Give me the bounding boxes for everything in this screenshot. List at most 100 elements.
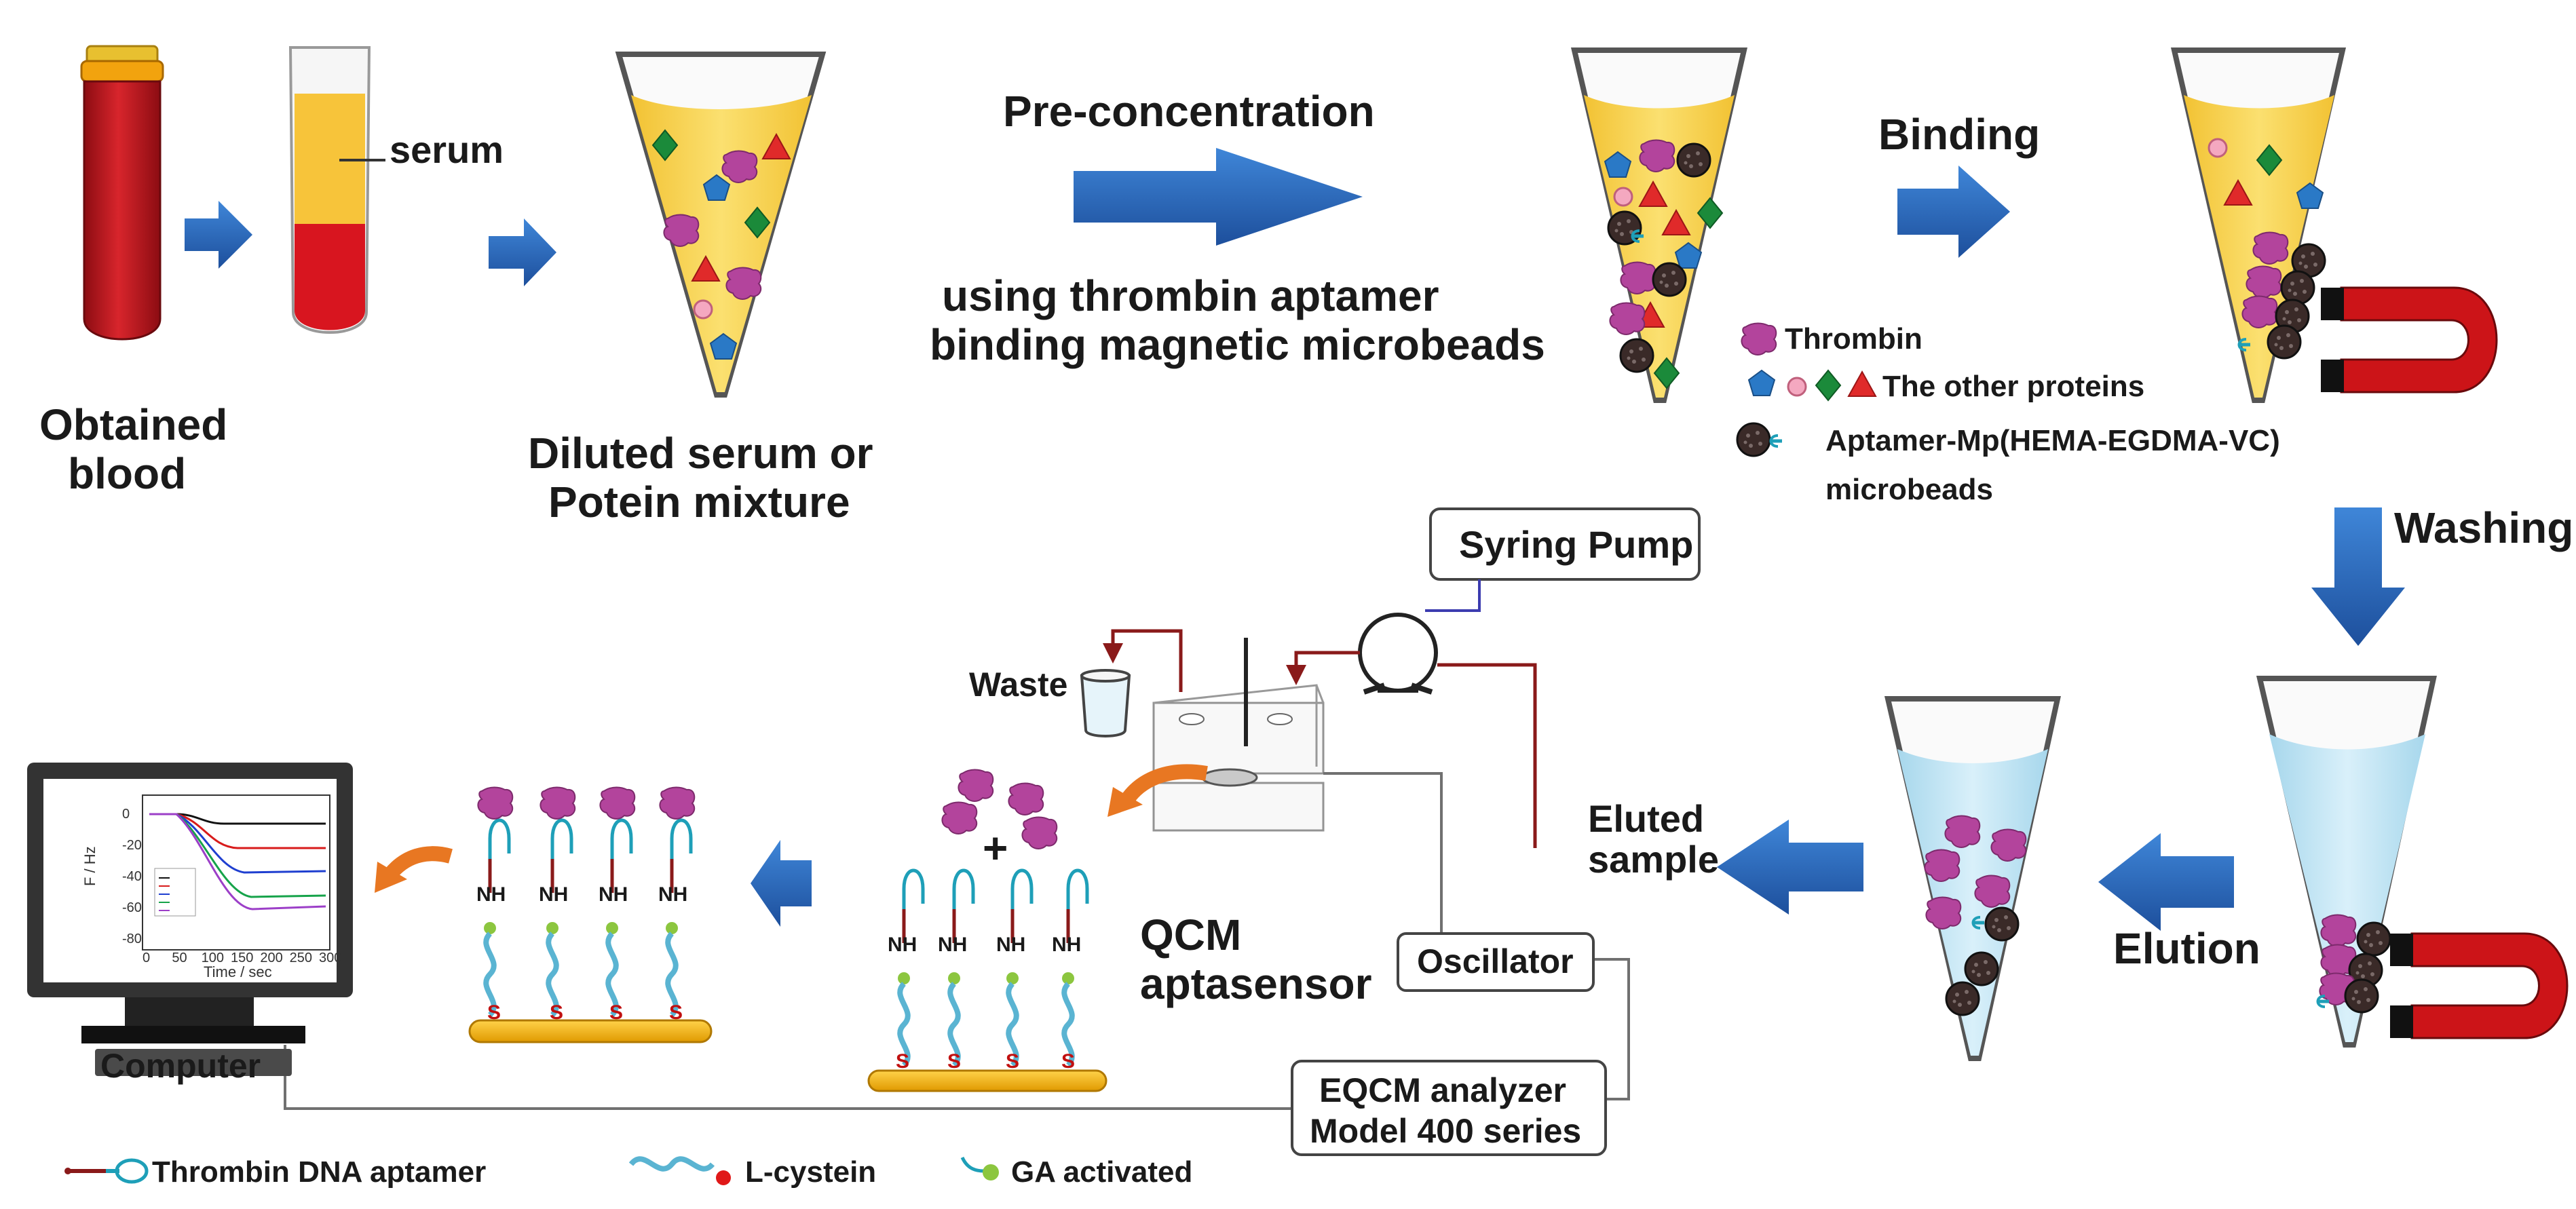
magnet-bottom	[2390, 932, 2569, 1039]
arrow-serum-to-diluted	[489, 218, 556, 286]
monitor-x-tick: 250	[290, 951, 312, 965]
legend-bottom: Thrombin DNA aptamer L-cystein GA activa…	[64, 1155, 1192, 1189]
arrow-orange-to-computer	[383, 846, 453, 881]
plus-sign: +	[983, 824, 1008, 872]
cone-with-microbeads	[1570, 47, 1748, 403]
legend-other-proteins: The other proteins	[1882, 370, 2144, 403]
arrow-sensor-to-bound	[751, 840, 812, 927]
elution-label: Elution	[2113, 924, 2260, 973]
monitor-x-tick: 200	[260, 951, 282, 965]
s-bound-2: S	[550, 1001, 563, 1024]
tube-eluted-to-pump	[1437, 663, 1537, 848]
s-bound-4: S	[669, 1001, 683, 1024]
cone-washed	[2256, 676, 2437, 1048]
qcm-aptasensor-label: QCM	[1140, 910, 1241, 959]
flow-cell	[1152, 638, 1325, 832]
s-label-4: S	[1061, 1050, 1075, 1073]
magnet-top	[2321, 286, 2498, 394]
legend-aptamer-mp: Aptamer-Mp(HEMA-EGDMA-VC)	[1825, 424, 2280, 457]
monitor-y-tick: -20	[122, 838, 142, 853]
monitor-curve-5	[149, 813, 326, 910]
qcm-aptasensor-label-2: aptasensor	[1140, 959, 1371, 1008]
s-label-2: S	[947, 1050, 961, 1073]
monitor-y-tick: -60	[122, 900, 142, 915]
computer-label: Computer	[100, 1047, 261, 1085]
legend-thrombin: Thrombin	[1785, 322, 1922, 356]
monitor-chart: F / Hz Time / sec 0 -20 -40 -60 -80 0 50 100 15…	[81, 794, 341, 980]
cone-magnetic-separation	[2170, 47, 2347, 403]
diluted-serum-label: Diluted serum or	[528, 429, 873, 478]
obtained-blood-label: Obtained	[39, 400, 227, 449]
monitor-ylabel: F / Hz	[81, 846, 98, 886]
arrow-blood-to-serum	[185, 201, 252, 269]
arrow-binding	[1897, 166, 2010, 258]
binding-label: Binding	[1878, 110, 2040, 159]
bound-aptasensor: NH NH NH NH S S S S	[468, 786, 713, 1043]
nh-label-2: NH	[938, 934, 967, 956]
s-label-1: S	[896, 1050, 909, 1073]
arrow-washing	[2311, 507, 2405, 646]
preconcentration-label: Pre-concentration	[1003, 87, 1375, 136]
eluted-sample-label-2: sample	[1588, 838, 1719, 881]
nh-label-3: NH	[996, 934, 1025, 956]
arrow-orange-to-computer-head	[375, 862, 407, 893]
eqcm-analyzer-label-2: Model 400 series	[1310, 1112, 1581, 1150]
nh-label-4: NH	[1052, 934, 1081, 956]
arrow-orange-cell-to-sensor	[1120, 764, 1208, 805]
cone-eluted	[1884, 696, 2061, 1061]
legend-thrombin-dna-aptamer: Thrombin DNA aptamer	[152, 1155, 486, 1189]
nh-bound-4: NH	[658, 883, 687, 906]
s-bound-1: S	[487, 1001, 501, 1024]
washing-label: Washing	[2394, 503, 2573, 552]
oscillator-box	[1397, 932, 1595, 992]
arrow-elution	[2098, 833, 2234, 931]
s-bound-3: S	[609, 1001, 623, 1024]
monitor-x-tick: 100	[202, 951, 224, 965]
monitor-x-tick: 50	[172, 951, 187, 965]
monitor-y-tick: -80	[122, 932, 142, 946]
tube-cell-to-waste	[1103, 629, 1183, 692]
arrow-orange-cell-head	[1107, 787, 1143, 817]
waste-label: Waste	[969, 666, 1067, 704]
serum-label: serum	[390, 128, 504, 171]
obtained-blood-label-2: blood	[68, 449, 186, 498]
wire-cell-to-oscillator	[1323, 772, 1443, 934]
monitor-y-ticks: 0 -20 -40 -60 -80	[122, 807, 142, 946]
legend-l-cystein: L-cystein	[745, 1155, 876, 1189]
serum-tube	[288, 46, 385, 334]
monitor-xlabel: Time / sec	[204, 963, 272, 980]
eqcm-analyzer-label: EQCM analyzer	[1319, 1071, 1566, 1109]
tube-pump-to-cell	[1286, 651, 1360, 685]
eqcm-analyzer-box	[1291, 1060, 1607, 1156]
pump-wheel	[1358, 613, 1438, 695]
arrow-preconcentration	[1074, 148, 1363, 246]
monitor-y-tick: -40	[122, 869, 142, 884]
syringe-pump-box	[1429, 507, 1701, 581]
monitor-x-ticks: 0 50 100 150 200 250 300	[143, 951, 341, 965]
monitor-y-tick: 0	[122, 807, 130, 822]
legend-ga-activated: GA activated	[1011, 1155, 1192, 1189]
wire-computer-to-eqcm	[284, 1045, 1292, 1110]
monitor-x-tick: 0	[143, 951, 150, 965]
aptamer-method-label-2: binding magnetic microbeads	[930, 320, 1545, 369]
wire-oscillator-to-eqcm	[1587, 958, 1630, 1100]
waste-beaker	[1080, 669, 1131, 737]
eluted-sample-label: Eluted	[1588, 797, 1704, 840]
oscillator-label: Oscillator	[1417, 942, 1574, 980]
s-label-3: S	[1006, 1050, 1019, 1073]
monitor-x-tick: 150	[231, 951, 253, 965]
arrow-eluted-sample	[1717, 820, 1863, 915]
aptamer-method-label: using thrombin aptamer	[942, 271, 1439, 320]
cone-diluted-serum	[615, 52, 827, 398]
monitor-x-tick: 300	[319, 951, 341, 965]
nh-label-1: NH	[888, 934, 917, 956]
legend-aptamer-mp-2: microbeads	[1825, 473, 1993, 506]
legend-top: Thrombin The other proteins Aptamer-Mp(H…	[1736, 322, 2280, 506]
syringe-pump-label: Syring Pump	[1459, 523, 1693, 566]
nh-bound-1: NH	[476, 883, 506, 906]
nh-bound-3: NH	[599, 883, 628, 906]
nh-bound-2: NH	[539, 883, 568, 906]
blood-tube	[80, 45, 164, 341]
diluted-serum-label-2: Potein mixture	[548, 478, 850, 526]
